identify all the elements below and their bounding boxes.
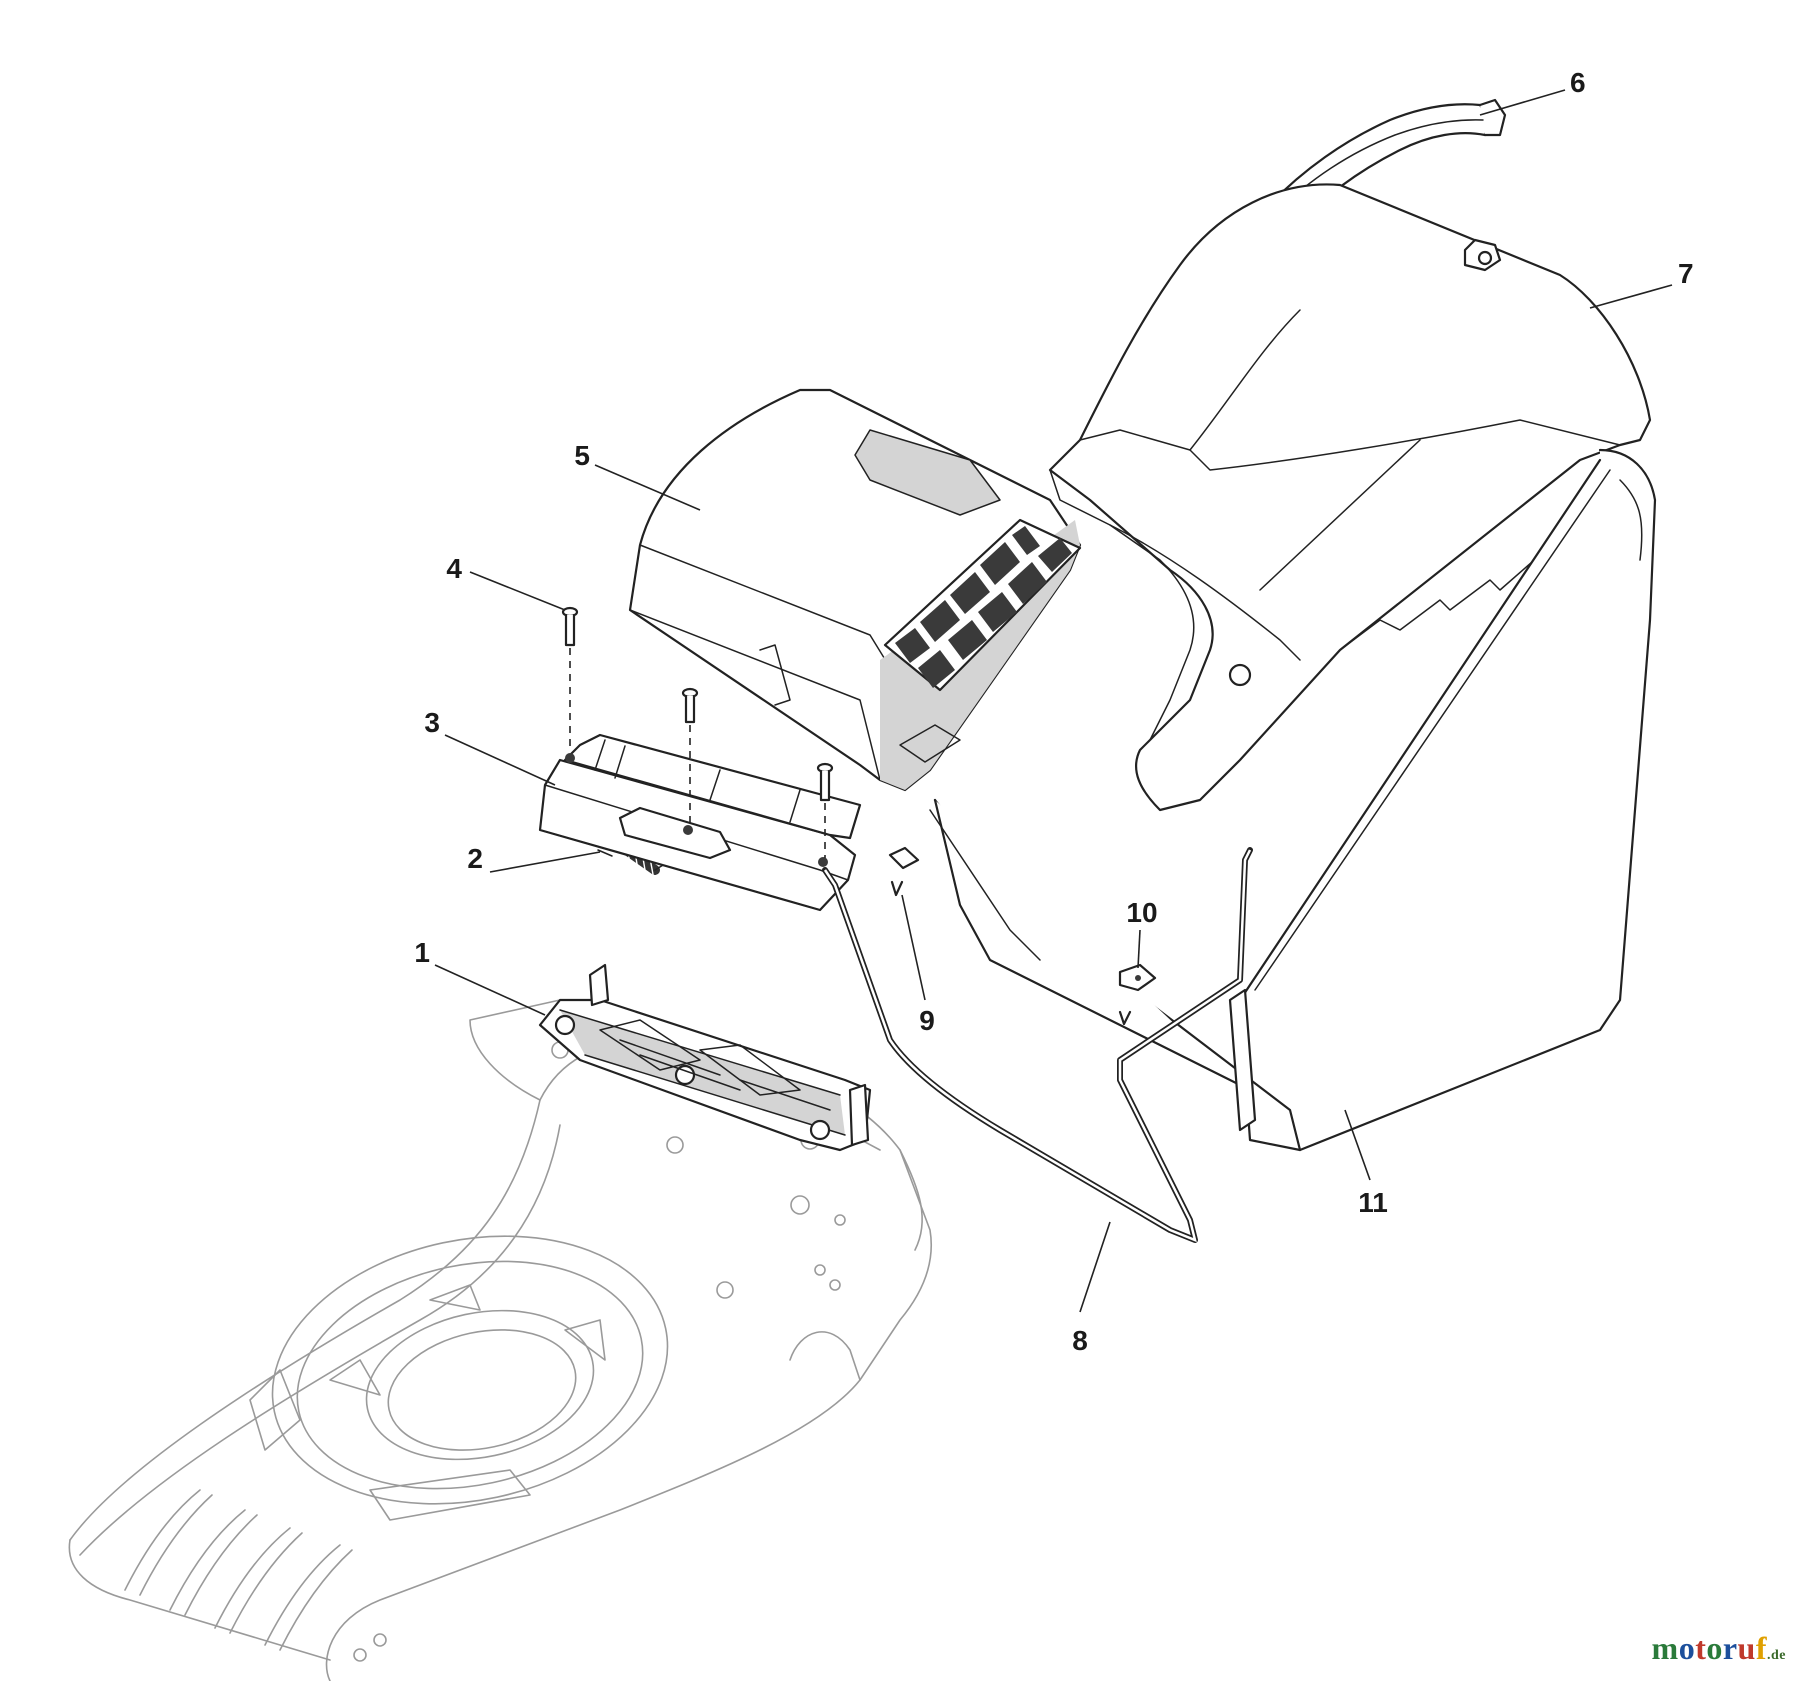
hinge-bracket (538, 963, 872, 1152)
clip-10 (1118, 963, 1157, 1026)
leader-lines (434, 89, 1673, 1313)
bag-frame-rod (822, 847, 1253, 1243)
leader-9 (901, 894, 926, 1001)
leader-11 (1344, 1109, 1371, 1181)
clip-9 (888, 846, 920, 897)
part-label-11: 11 (1358, 1187, 1388, 1218)
leader-3 (444, 734, 556, 786)
leader-8 (1079, 1221, 1111, 1313)
leader-2 (489, 851, 601, 873)
chute-cover (628, 388, 1082, 792)
part-label-7: 7 (1678, 258, 1694, 289)
leader-4 (469, 571, 566, 611)
warning-decal (883, 518, 1082, 692)
watermark-logo: motoruf.de (1651, 1630, 1786, 1666)
discharge-flap (538, 733, 862, 912)
leader-7 (1589, 284, 1673, 309)
part-label-4: 4 (446, 553, 462, 584)
grass-bag-top (1048, 183, 1652, 812)
part-label-8: 8 (1072, 1325, 1088, 1356)
screws (561, 606, 834, 858)
part-label-10: 10 (1126, 897, 1157, 928)
part-number-labels: 1 2 3 4 5 6 7 8 9 10 11 (414, 67, 1693, 1356)
grass-bag-body (929, 448, 1657, 1152)
part-label-5: 5 (574, 440, 590, 471)
leader-6 (1479, 89, 1566, 116)
part-label-3: 3 (424, 707, 440, 738)
part-label-1: 1 (414, 937, 430, 968)
part-label-6: 6 (1570, 67, 1586, 98)
leader-5 (594, 464, 701, 511)
part-label-2: 2 (467, 843, 483, 874)
watermark-text: motoruf (1651, 1630, 1767, 1666)
leader-10 (1137, 929, 1141, 969)
part-label-9: 9 (919, 1005, 935, 1036)
leader-1 (434, 964, 546, 1016)
mower-deck-outline (68, 999, 933, 1681)
